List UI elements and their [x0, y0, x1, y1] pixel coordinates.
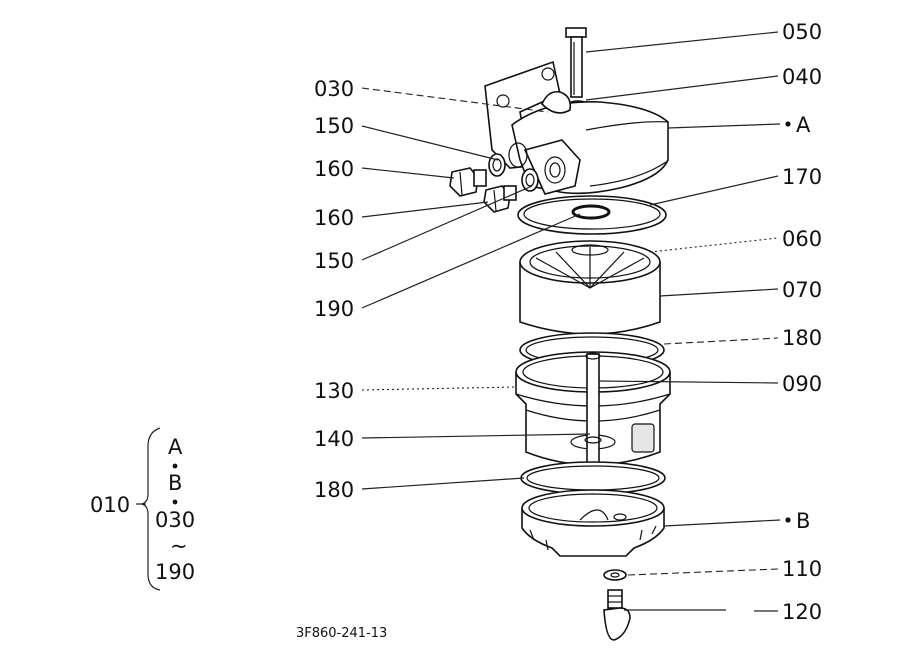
seal-150-upper [488, 153, 506, 177]
label-140: 140 [314, 427, 354, 451]
assembly-item-b: B [168, 471, 182, 495]
assembly-item-a: A [168, 435, 183, 459]
label-b-ref: B [796, 509, 810, 533]
seal-150-lower [521, 168, 539, 192]
label-120: 120 [782, 600, 822, 624]
plug-160-upper [449, 167, 487, 197]
label-170: 170 [782, 165, 822, 189]
indicator-140 [584, 436, 602, 444]
label-060: 060 [782, 227, 822, 251]
label-130: 130 [314, 379, 354, 403]
leader-lines [361, 31, 791, 612]
assembly-range-mark: ~ [170, 534, 188, 558]
bolt-050 [565, 27, 587, 98]
label-150-upper: 150 [314, 114, 354, 138]
label-180-upper: 180 [782, 326, 822, 350]
label-190: 190 [314, 297, 354, 321]
label-070: 070 [782, 278, 822, 302]
fuel-filter-drawing [449, 27, 671, 641]
label-110: 110 [782, 557, 822, 581]
label-090: 090 [782, 372, 822, 396]
filter-element-070 [519, 240, 661, 335]
label-150-lower: 150 [314, 249, 354, 273]
label-050: 050 [782, 20, 822, 44]
assembly-group-010: 010 A B 030 ~ 190 [90, 427, 195, 591]
assembly-item-030: 030 [155, 508, 195, 532]
drain-plug-120 [603, 589, 631, 641]
base-b [521, 489, 665, 557]
figure-code: 3F860-241-13 [296, 626, 387, 641]
o-ring-190 [571, 204, 611, 220]
label-160-lower: 160 [314, 206, 354, 230]
washer-110 [603, 569, 627, 581]
label-040: 040 [782, 65, 822, 89]
assembly-item-190: 190 [155, 560, 195, 584]
assembly-brace [140, 427, 161, 591]
label-180-lower: 180 [314, 478, 354, 502]
plug-160-lower [483, 185, 517, 213]
filter-head [484, 60, 669, 195]
o-ring-170 [517, 195, 667, 235]
part-labels: 050 040 030 A 150 160 170 160 060 150 07… [314, 20, 822, 624]
label-160-upper: 160 [314, 157, 354, 181]
assembly-number: 010 [90, 493, 130, 517]
label-a-ref: A [796, 113, 811, 137]
label-030: 030 [314, 77, 354, 101]
